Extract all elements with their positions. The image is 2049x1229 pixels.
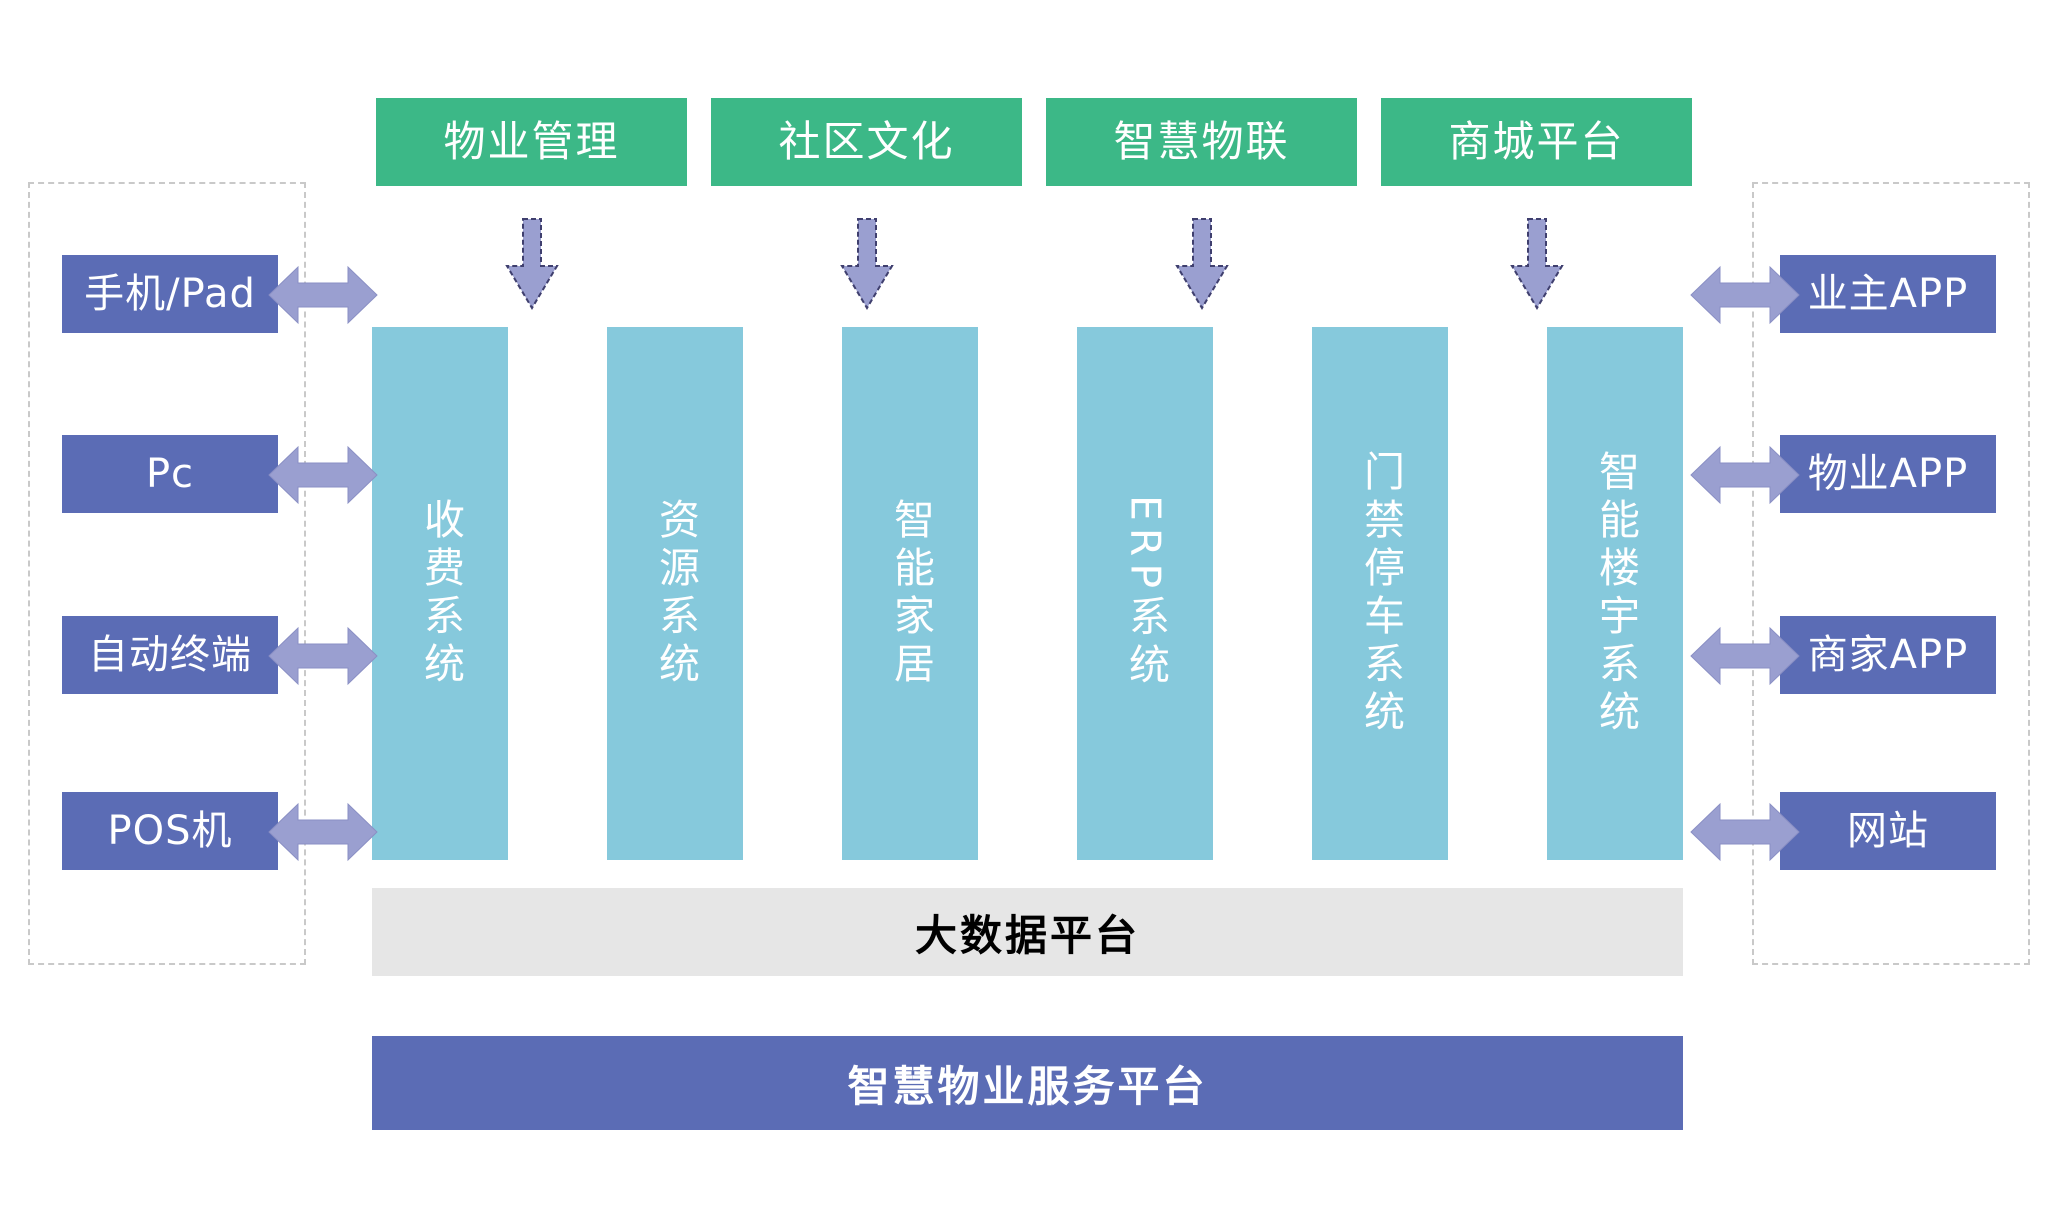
system-column-charging[interactable]: 收费系统 <box>372 327 508 860</box>
left-device-group-frame <box>28 182 306 965</box>
double-arrow-self-service-terminal <box>268 626 378 686</box>
device-box-self-service-terminal[interactable]: 自动终端 <box>62 616 278 694</box>
system-label: 智能楼宇系统 <box>1591 449 1640 738</box>
device-box-phone-pad[interactable]: 手机/Pad <box>62 255 278 333</box>
double-arrow-pc <box>268 445 378 505</box>
channel-label: 社区文化 <box>778 116 955 166</box>
device-label: POS机 <box>107 808 233 854</box>
down-arrow-community-culture <box>840 218 894 310</box>
system-label: 资源系统 <box>651 497 700 690</box>
system-label: ERP系统 <box>1121 495 1170 692</box>
channel-label: 物业管理 <box>443 116 620 166</box>
channel-label: 智慧物联 <box>1113 116 1290 166</box>
double-arrow-pos <box>268 802 378 862</box>
system-column-access-parking[interactable]: 门禁停车系统 <box>1312 327 1448 860</box>
system-column-smart-building[interactable]: 智能楼宇系统 <box>1547 327 1683 860</box>
system-label: 门禁停车系统 <box>1356 449 1405 738</box>
app-box-property-app[interactable]: 物业APP <box>1780 435 1996 513</box>
smart-property-service-platform-label: 智慧物业服务平台 <box>847 1061 1208 1111</box>
double-arrow-website <box>1690 802 1800 862</box>
system-label: 收费系统 <box>416 497 465 690</box>
app-box-owner-app[interactable]: 业主APP <box>1780 255 1996 333</box>
system-column-resource[interactable]: 资源系统 <box>607 327 743 860</box>
big-data-platform-bar[interactable]: 大数据平台 <box>372 888 1683 976</box>
double-arrow-merchant-app <box>1690 626 1800 686</box>
channel-box-community-culture[interactable]: 社区文化 <box>711 98 1022 186</box>
device-box-pos[interactable]: POS机 <box>62 792 278 870</box>
down-arrow-property-management <box>505 218 559 310</box>
channel-box-smart-iot[interactable]: 智慧物联 <box>1046 98 1357 186</box>
app-label: 业主APP <box>1807 271 1969 317</box>
double-arrow-phone-pad <box>268 265 378 325</box>
device-label: Pc <box>145 451 195 497</box>
down-arrow-mall-platform <box>1510 218 1564 310</box>
app-box-merchant-app[interactable]: 商家APP <box>1780 616 1996 694</box>
channel-label: 商城平台 <box>1448 116 1625 166</box>
double-arrow-property-app <box>1690 445 1800 505</box>
device-label: 自动终端 <box>88 632 252 678</box>
app-box-website[interactable]: 网站 <box>1780 792 1996 870</box>
app-label: 物业APP <box>1807 451 1969 497</box>
channel-box-property-management[interactable]: 物业管理 <box>376 98 687 186</box>
down-arrow-smart-iot <box>1175 218 1229 310</box>
system-label: 智能家居 <box>886 497 935 690</box>
app-label: 商家APP <box>1807 632 1969 678</box>
smart-property-service-platform-bar[interactable]: 智慧物业服务平台 <box>372 1036 1683 1130</box>
right-app-group-frame <box>1752 182 2030 965</box>
system-column-smart-home[interactable]: 智能家居 <box>842 327 978 860</box>
double-arrow-owner-app <box>1690 265 1800 325</box>
channel-box-mall-platform[interactable]: 商城平台 <box>1381 98 1692 186</box>
big-data-platform-label: 大数据平台 <box>914 910 1140 960</box>
device-label: 手机/Pad <box>84 271 256 317</box>
app-label: 网站 <box>1847 808 1929 854</box>
device-box-pc[interactable]: Pc <box>62 435 278 513</box>
system-column-erp[interactable]: ERP系统 <box>1077 327 1213 860</box>
